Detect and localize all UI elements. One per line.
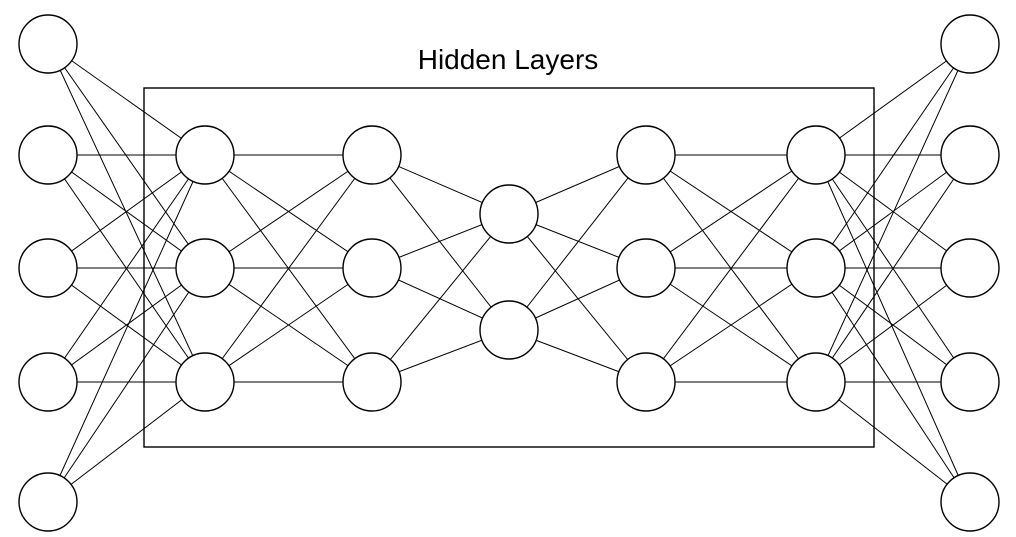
edge-hidden-3-2-to-hidden-4-1 [508, 154, 647, 331]
edge-input-4-to-hidden-1-1 [47, 154, 206, 383]
edge-hidden-5-3-to-output-3 [815, 267, 971, 383]
edge-input-4-to-hidden-1-2 [47, 267, 206, 383]
neuron-hidden-3-1 [479, 184, 539, 244]
edge-hidden-1-2-to-hidden-2-1 [204, 154, 373, 269]
edge-hidden-5-3-to-output-1 [815, 43, 971, 383]
edge-input-1-to-hidden-1-3 [47, 43, 206, 383]
edge-hidden-5-2-to-output-2 [815, 154, 971, 269]
neuron-hidden-1-1 [175, 125, 235, 185]
edge-hidden-5-1-to-output-1 [815, 43, 971, 156]
edge-hidden-5-2-to-output-5 [815, 267, 971, 503]
neuron-input-5 [18, 472, 78, 532]
edge-hidden-5-3-to-output-5 [815, 381, 971, 503]
hidden-layers-title: Hidden Layers [417, 44, 599, 75]
neuron-hidden-5-2 [786, 238, 846, 298]
neuron-hidden-3-2 [479, 300, 539, 360]
neuron-hidden-2-1 [342, 125, 402, 185]
edge-input-1-to-hidden-1-2 [47, 43, 206, 269]
neuron-hidden-5-1 [786, 125, 846, 185]
neuron-hidden-4-2 [616, 238, 676, 298]
edge-hidden-4-3-to-hidden-5-1 [645, 154, 817, 383]
neuron-hidden-5-3 [786, 352, 846, 412]
edge-input-5-to-hidden-1-1 [47, 154, 206, 503]
neuron-output-4 [940, 352, 1000, 412]
neuron-input-3 [18, 238, 78, 298]
edge-hidden-1-3-to-hidden-2-1 [204, 154, 373, 383]
neuron-output-2 [940, 125, 1000, 185]
neuron-output-5 [940, 472, 1000, 532]
edge-hidden-1-3-to-hidden-2-2 [204, 267, 373, 383]
edge-hidden-5-3-to-output-2 [815, 154, 971, 383]
neuron-input-4 [18, 352, 78, 412]
edge-hidden-5-2-to-output-1 [815, 43, 971, 269]
neuron-hidden-1-3 [175, 352, 235, 412]
edge-hidden-4-3-to-hidden-5-2 [645, 267, 817, 383]
neuron-hidden-1-2 [175, 238, 235, 298]
neuron-output-3 [940, 238, 1000, 298]
neuron-output-1 [940, 14, 1000, 74]
edge-input-5-to-hidden-1-2 [47, 267, 206, 503]
edge-hidden-5-1-to-output-5 [815, 154, 971, 503]
neuron-hidden-4-3 [616, 352, 676, 412]
edge-hidden-3-1-to-hidden-4-3 [508, 213, 647, 383]
edge-input-5-to-hidden-1-3 [47, 381, 206, 503]
edge-hidden-2-1-to-hidden-3-2 [371, 154, 510, 331]
edge-hidden-2-3-to-hidden-3-1 [371, 213, 510, 383]
neuron-input-1 [18, 14, 78, 74]
neuron-hidden-2-2 [342, 238, 402, 298]
edge-input-1-to-hidden-1-1 [47, 43, 206, 156]
edge-input-3-to-hidden-1-1 [47, 154, 206, 269]
neuron-hidden-4-1 [616, 125, 676, 185]
neurons [18, 14, 1000, 532]
edge-hidden-4-2-to-hidden-5-1 [645, 154, 817, 269]
connections [47, 43, 971, 503]
neuron-input-2 [18, 125, 78, 185]
neuron-hidden-2-3 [342, 352, 402, 412]
